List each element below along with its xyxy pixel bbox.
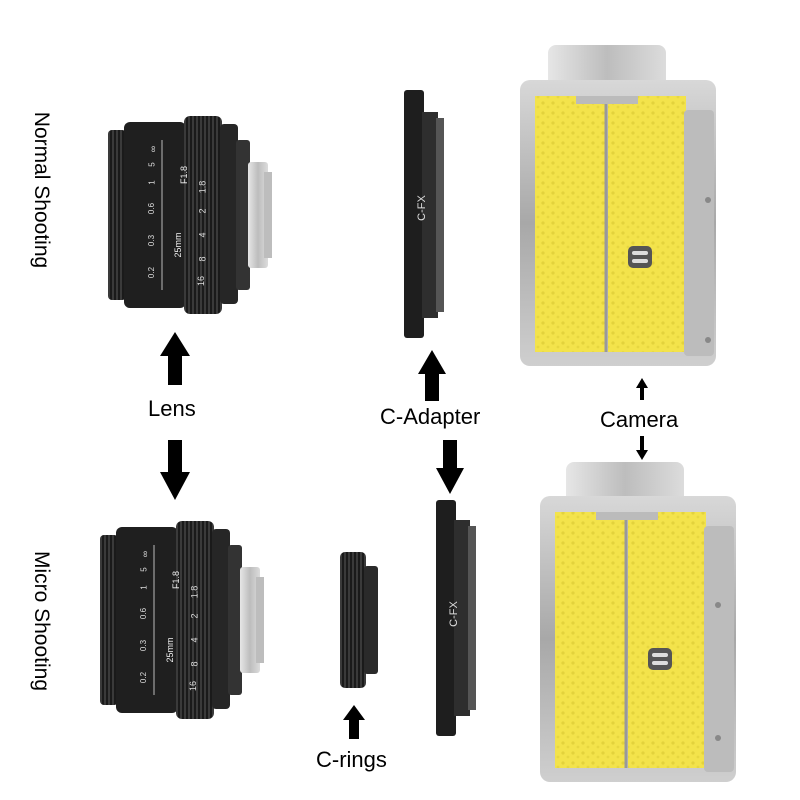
arrow-up-c-adapter bbox=[418, 350, 446, 401]
lens-bottom-focal-text: 25mm bbox=[165, 637, 175, 663]
lens-bottom-distance-5: 5 bbox=[139, 567, 149, 572]
lens-bottom-aperture-2: 2 bbox=[189, 613, 200, 619]
lens-bottom-aperture-text: F1.8 bbox=[171, 571, 181, 590]
c-adapter-label: C-Adapter bbox=[380, 404, 481, 429]
lens-top-aperture-text: F1.8 bbox=[179, 166, 189, 185]
adapter-engraving-top: C-FX bbox=[416, 195, 428, 221]
arrow-down-camera bbox=[636, 436, 648, 460]
c-adapter-bottom bbox=[436, 500, 476, 736]
lens-top-focal-text: 25mm bbox=[173, 232, 183, 258]
lens-label: Lens bbox=[148, 396, 196, 421]
arrow-up-camera bbox=[636, 378, 648, 400]
lens-top-distance-inf: ∞ bbox=[148, 145, 159, 153]
lens-bottom-distance-0-6: 0.6 bbox=[139, 607, 149, 620]
lens-top-distance-1: 1 bbox=[147, 180, 157, 185]
lens-bottom-aperture-8: 8 bbox=[189, 661, 200, 667]
lens-top-aperture-16: 16 bbox=[196, 275, 207, 287]
lens-top-distance-0-3: 0.3 bbox=[147, 234, 157, 247]
adapter-engraving-bottom: C-FX bbox=[448, 601, 460, 627]
camera-top bbox=[520, 45, 716, 366]
lens-bottom-aperture-16: 16 bbox=[188, 680, 199, 692]
lens-bottom-distance-inf: ∞ bbox=[140, 550, 151, 558]
lens-top-distance-0-2: 0.2 bbox=[147, 266, 157, 279]
lens-bottom-aperture-1-8: 1.8 bbox=[189, 585, 200, 599]
lens-bottom-distance-0-3: 0.3 bbox=[139, 639, 149, 652]
lens-top-distance-5: 5 bbox=[147, 162, 157, 167]
arrow-up-c-rings bbox=[343, 705, 365, 739]
lens-top bbox=[108, 116, 272, 314]
arrow-up-lens bbox=[160, 332, 190, 385]
lens-top-aperture-4: 4 bbox=[197, 232, 208, 238]
lens-bottom-distance-0-2: 0.2 bbox=[139, 671, 149, 684]
lens-bottom-distance-1: 1 bbox=[139, 585, 149, 590]
c-adapter-top bbox=[404, 90, 444, 338]
lens-bottom-aperture-4: 4 bbox=[189, 637, 200, 643]
lens-top-aperture-1-8: 1.8 bbox=[197, 180, 208, 194]
lens-top-aperture-8: 8 bbox=[197, 256, 208, 262]
arrow-down-c-adapter bbox=[436, 440, 464, 494]
c-rings-label: C-rings bbox=[316, 747, 387, 772]
lens-top-aperture-2: 2 bbox=[197, 208, 208, 214]
c-ring bbox=[340, 552, 378, 688]
camera-bottom bbox=[540, 462, 736, 782]
arrow-down-lens bbox=[160, 440, 190, 500]
camera-label: Camera bbox=[600, 407, 679, 432]
lens-top-distance-0-6: 0.6 bbox=[147, 202, 157, 215]
lens-bottom bbox=[100, 521, 264, 719]
